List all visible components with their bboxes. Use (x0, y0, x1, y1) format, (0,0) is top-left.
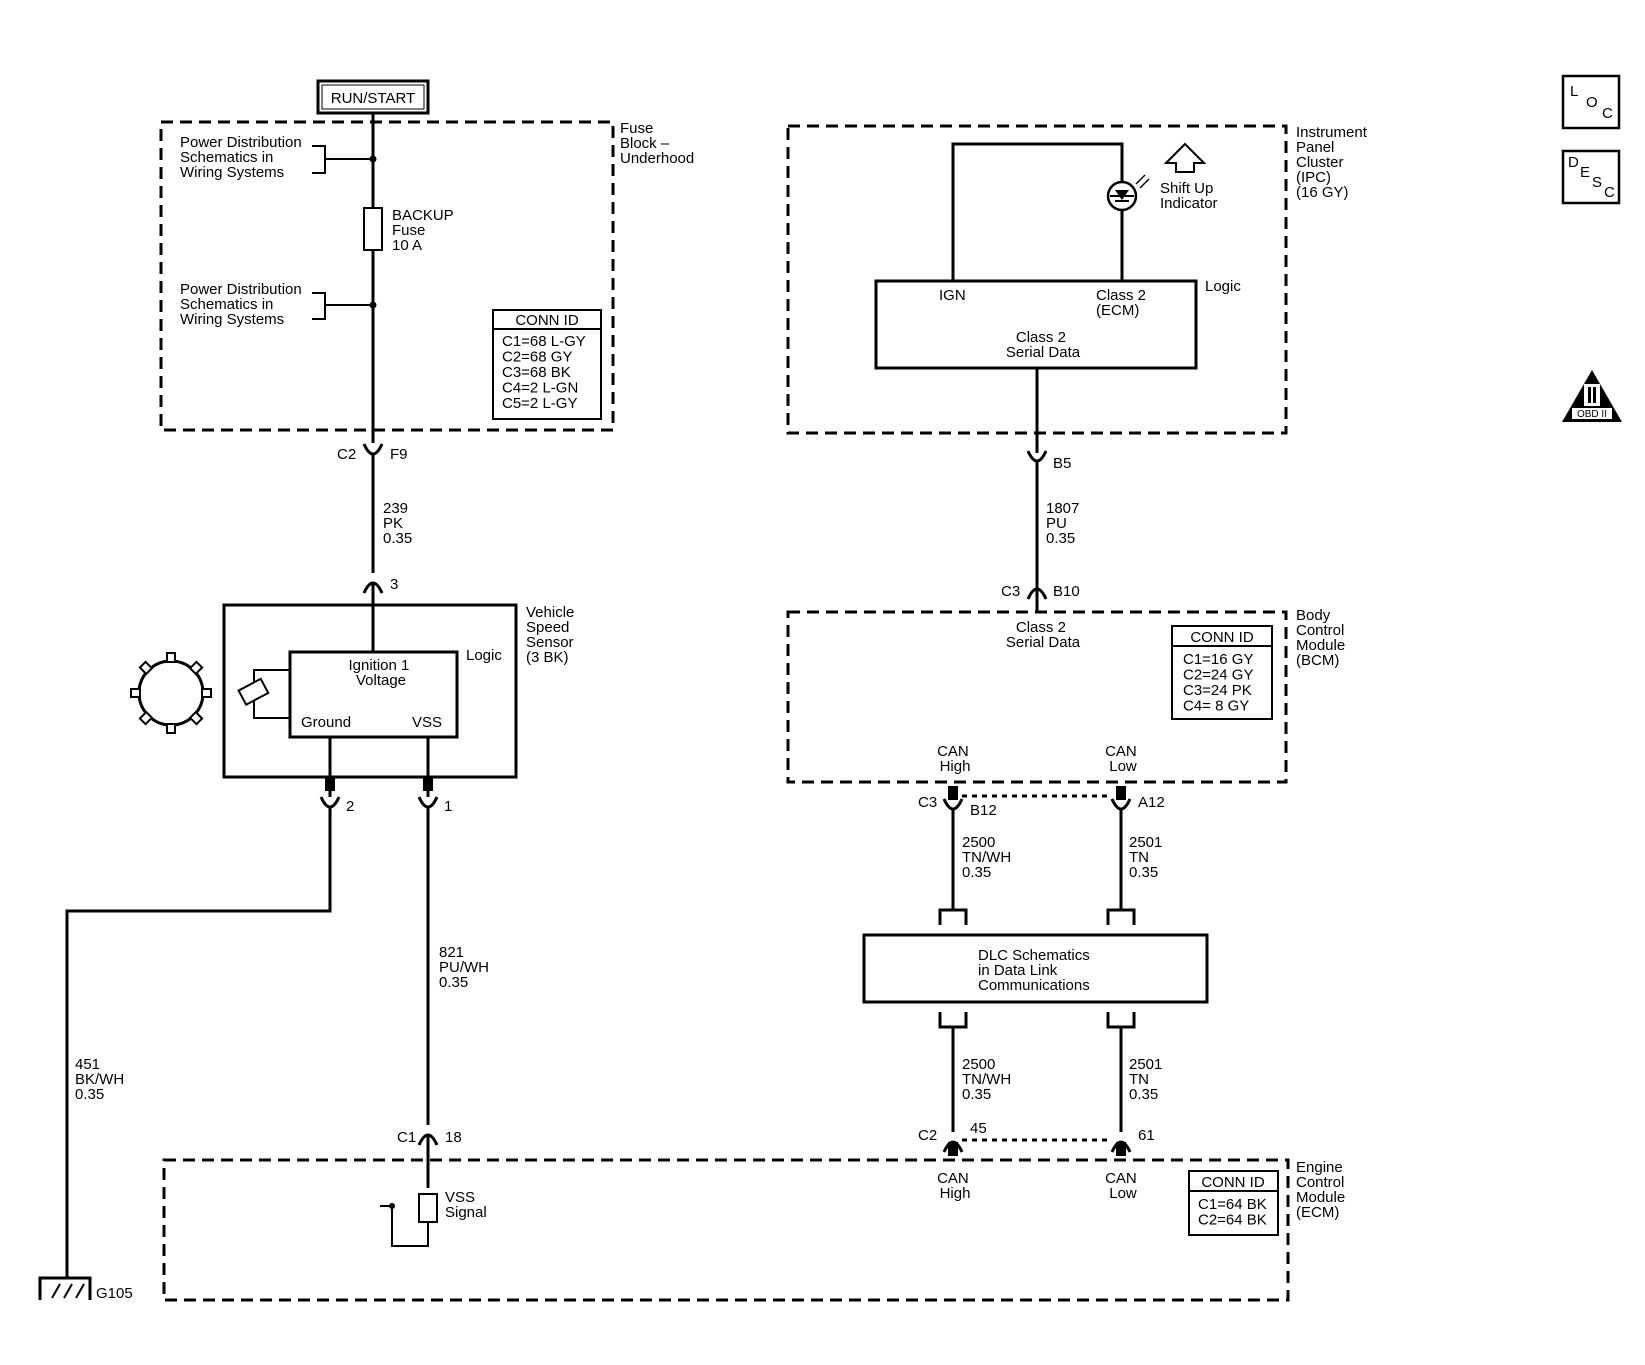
vss-signal-resistor (418, 1193, 438, 1223)
wire-2500-top-label: 2500 TN/WH 0.35 (962, 834, 1015, 881)
bcm-label: Body Control Module (BCM) (1296, 607, 1349, 669)
conn-c2-label: C2 (337, 446, 356, 463)
pickup-coil (237, 677, 270, 707)
bcm-b10: B10 (1053, 583, 1080, 600)
ipc-b5: B5 (1053, 455, 1071, 472)
wire-2501-top-label: 2501 TN 0.35 (1129, 834, 1167, 881)
power-distribution-ref-2[interactable]: Power Distribution Schematics in Wiring … (180, 281, 306, 328)
bcm-serial-data: Class 2 Serial Data (1006, 619, 1081, 651)
vss-ignition-voltage: Ignition 1 Voltage (348, 657, 413, 689)
wire-451-label: 451 BK/WH 0.35 (75, 1056, 128, 1103)
loc-icon[interactable]: L O C (1561, 74, 1621, 130)
wire-2500-bottom-label: 2500 TN/WH 0.35 (962, 1056, 1015, 1103)
svg-text:C: C (1604, 184, 1615, 201)
shift-up-arrow-icon (1163, 142, 1207, 173)
bcm-c3b: C3 (918, 794, 937, 811)
svg-text:OBD II: OBD II (1577, 409, 1607, 420)
svg-text:CONN ID: CONN ID (1190, 629, 1254, 646)
vss-pin-1: 1 (444, 798, 452, 815)
ipc-serial-data: Class 2 Serial Data (1006, 329, 1081, 361)
ecm-vss-signal: VSS Signal (445, 1189, 487, 1221)
ecm-label: Engine Control Module (ECM) (1296, 1159, 1349, 1221)
svg-text:E: E (1580, 164, 1590, 181)
ipc-logic-label: Logic (1205, 278, 1241, 295)
svg-text:CONN ID: CONN ID (1201, 1174, 1265, 1191)
engine-control-module (162, 1158, 1290, 1302)
dlc-label: DLC Schematics in Data Link Communicatio… (978, 947, 1094, 994)
shift-up-led-icon (1106, 174, 1150, 212)
wire-239-label: 239 PK 0.35 (383, 500, 412, 547)
svg-text:D: D (1568, 154, 1579, 171)
backup-fuse-label: BACKUP Fuse 10 A (392, 207, 458, 254)
svg-text:C: C (1602, 105, 1613, 122)
ecm-can-high: CAN High (937, 1170, 973, 1202)
ipc-label: Instrument Panel Cluster (IPC) (16 GY) (1296, 124, 1371, 201)
vss-logic-label: Logic (466, 647, 502, 664)
bcm-b12: B12 (970, 802, 997, 819)
wire-821-label: 821 PU/WH 0.35 (439, 944, 493, 991)
fuse-block-label: Fuse Block – Underhood (620, 120, 694, 167)
vss-label: Vehicle Speed Sensor (3 BK) (526, 604, 579, 666)
conn-c1-label: C1 (397, 1129, 416, 1146)
bcm-can-low: CAN Low (1105, 743, 1141, 775)
wire-2501-bottom-label: 2501 TN 0.35 (1129, 1056, 1167, 1103)
backup-fuse (363, 207, 383, 251)
vss-pin-2: 2 (346, 798, 354, 815)
svg-text:O: O (1586, 94, 1598, 111)
wire-451 (65, 808, 332, 1279)
bcm-can-high: CAN High (937, 743, 973, 775)
bcm-a12: A12 (1138, 794, 1165, 811)
ground-g105-label: G105 (96, 1285, 133, 1302)
ipc-class2-ecm: Class 2 (ECM) (1096, 287, 1150, 319)
conn-f9-label: F9 (390, 446, 408, 463)
vss-vss-label: VSS (412, 714, 442, 731)
ecm-can-low: CAN Low (1105, 1170, 1141, 1202)
dlc-schematics-ref[interactable] (862, 933, 1209, 1004)
svg-text:L: L (1570, 83, 1578, 100)
vss-logic-box (288, 650, 459, 739)
desc-icon[interactable]: D E S C (1561, 149, 1621, 205)
connector-c2-f9 (362, 443, 384, 456)
ipc-ign-label: IGN (939, 287, 966, 304)
vss-ground-label: Ground (301, 714, 351, 731)
run-start-label: RUN/START (331, 90, 415, 107)
ecm-pin-45: 45 (970, 1120, 987, 1137)
reluctor-wheel-icon (130, 652, 212, 734)
svg-text:CONN ID: CONN ID (515, 312, 579, 329)
ecm-c2: C2 (918, 1127, 937, 1144)
ground-g105-icon (38, 1276, 92, 1300)
ecm-pin-61: 61 (1138, 1127, 1155, 1144)
body-control-module (786, 610, 1288, 784)
conn-18-label: 18 (445, 1129, 462, 1146)
power-distribution-ref-1[interactable]: Power Distribution Schematics in Wiring … (180, 134, 306, 181)
shift-up-indicator-label: Shift Up Indicator (1160, 180, 1218, 212)
svg-text:S: S (1592, 174, 1602, 191)
vss-pin-3: 3 (390, 576, 398, 593)
bcm-c3: C3 (1001, 583, 1020, 600)
obd-ii-icon[interactable]: OBD II (1562, 370, 1622, 422)
wire-1807-label: 1807 PU 0.35 (1046, 500, 1084, 547)
